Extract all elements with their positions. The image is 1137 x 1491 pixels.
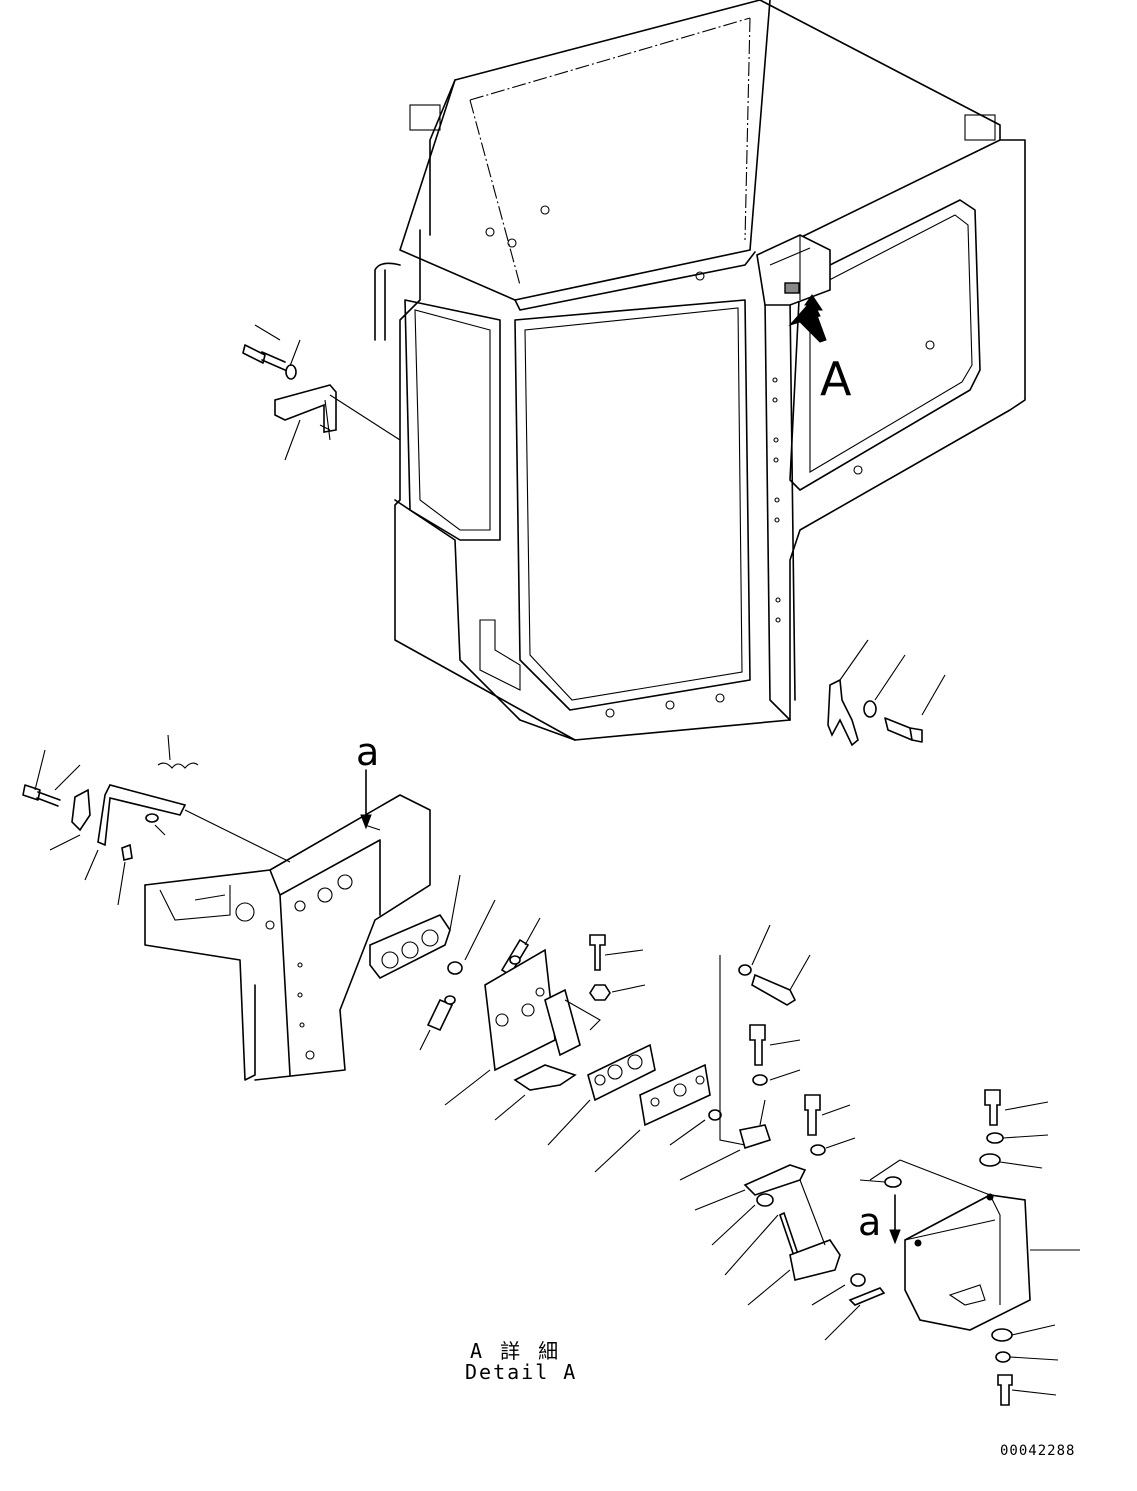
detail-label-a-lower: a [858, 1200, 882, 1244]
left-bracket-assembly [242, 324, 401, 461]
latch-rod-parts [22, 734, 291, 906]
view-label-A: A [820, 352, 852, 406]
arrow-a-lower [889, 1194, 901, 1245]
bolt-set-middle [564, 924, 886, 1341]
detail-label-a-upper: a [356, 730, 380, 774]
pillar-holes [772, 377, 781, 623]
detail-caption-line1: A 詳 細 [470, 1339, 562, 1363]
striker-plates [369, 874, 711, 1173]
arrow-a-upper [360, 769, 372, 830]
detail-caption-line2: Detail A [465, 1360, 578, 1384]
cab-frame [374, 0, 1026, 741]
view-A-arrow [788, 294, 827, 343]
striker-cover-assembly [859, 1089, 1080, 1406]
detail-a-frame-section [144, 794, 431, 1081]
drawing-number: 00042288 [1000, 1443, 1076, 1459]
right-bracket-assembly [827, 639, 946, 747]
